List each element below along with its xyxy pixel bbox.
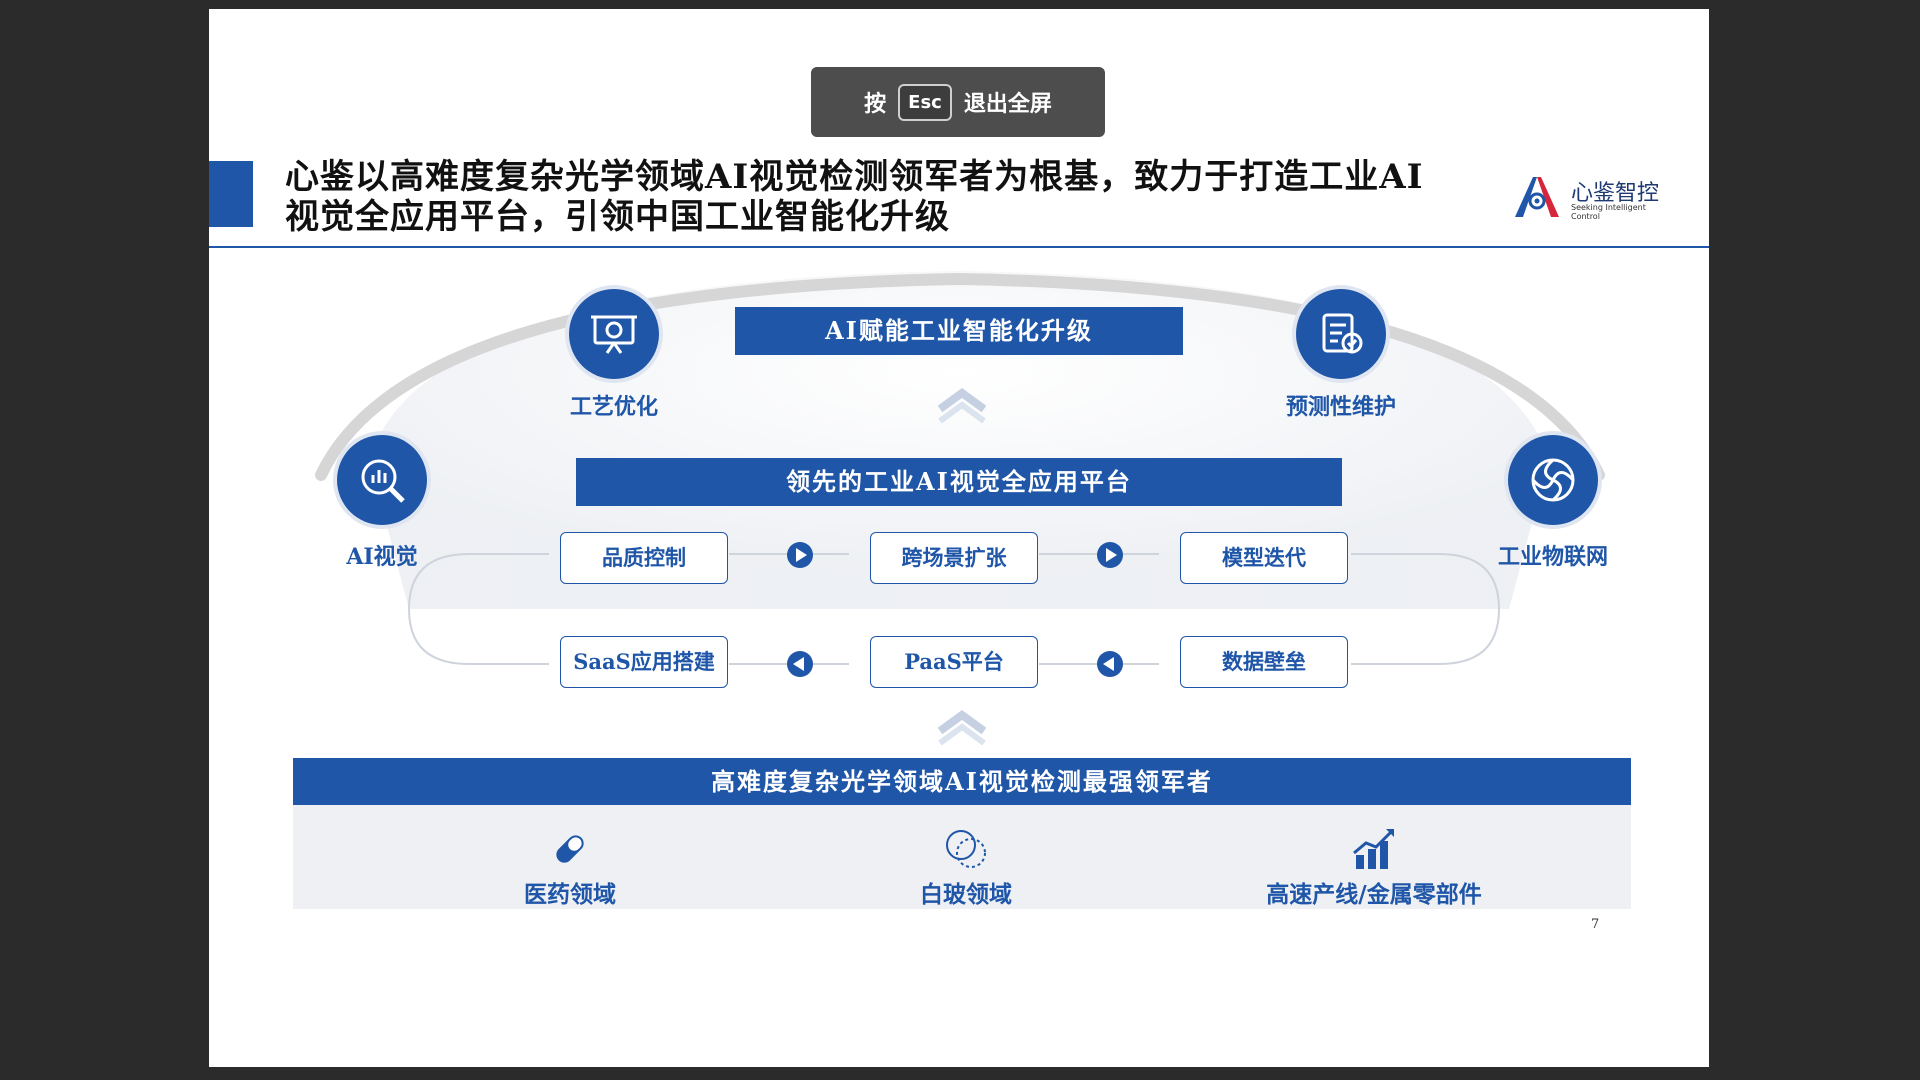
arrow-left-icon: [1097, 651, 1123, 677]
platform-banner: 领先的工业AI视觉全应用平台: [576, 458, 1342, 506]
top-banner: AI赋能工业智能化升级: [735, 307, 1183, 355]
slide-title-line1: 心鉴以高难度复杂光学领域AI视觉检测领军者为根基，致力于打造工业AI: [285, 157, 1424, 197]
esc-key: Esc: [898, 83, 952, 121]
chevron-up-icon: [938, 710, 986, 745]
field-pharma: 医药领域: [420, 825, 720, 909]
cycle-item-saas-build: SaaS应用搭建: [560, 636, 728, 688]
glass-circles-icon: [946, 830, 986, 868]
node-label-predictive-maintenance: 预测性维护: [1285, 394, 1396, 420]
cycle-item-quality-control: 品质控制: [560, 532, 728, 584]
cycle-item-paas-platform: PaaS平台: [870, 636, 1038, 688]
arrow-right-icon: [1097, 542, 1123, 568]
field-label-high-speed-metal: 高速产线/金属零部件: [1266, 881, 1482, 908]
logo-mark-icon: [1515, 177, 1559, 217]
company-logo: 心鉴智控 Seeking Intelligent Control: [1511, 171, 1671, 223]
cycle-item-model-iteration: 模型迭代: [1180, 532, 1348, 584]
exit-fullscreen-hint[interactable]: 按 Esc 退出全屏: [811, 67, 1105, 137]
title-accent-bar: [209, 161, 253, 227]
node-label-process-optimization: 工艺优化: [569, 394, 658, 420]
slide-title-line2: 视觉全应用平台，引领中国工业智能化升级: [285, 197, 950, 237]
presentation-board-icon: [569, 289, 659, 379]
slide-title: 心鉴以高难度复杂光学领域AI视觉检测领军者为根基，致力于打造工业AI 视觉全应用…: [285, 157, 1485, 237]
esc-hint-prefix: 按: [864, 92, 887, 117]
title-divider: [209, 246, 1709, 248]
magnifier-chart-icon: [337, 435, 427, 525]
bar-growth-icon: [1353, 829, 1394, 869]
esc-hint-suffix: 退出全屏: [963, 92, 1052, 117]
arrow-right-icon: [787, 542, 813, 568]
chevron-up-icon: [938, 388, 986, 423]
page-number: 7: [1591, 917, 1600, 932]
logo-name-en: Seeking Intelligent Control: [1571, 203, 1646, 221]
network-swirl-icon: [1508, 435, 1598, 525]
field-high-speed-metal: 高速产线/金属零部件: [1214, 825, 1534, 909]
field-label-white-glass: 白玻领域: [920, 881, 1012, 908]
node-label-ai-vision: AI视觉: [346, 544, 418, 570]
foundation-banner: 高难度复杂光学领域AI视觉检测最强领军者: [293, 758, 1631, 806]
arrow-left-icon: [787, 651, 813, 677]
field-white-glass: 白玻领域: [816, 825, 1116, 909]
cycle-item-cross-scene-expansion: 跨场景扩张: [870, 532, 1038, 584]
node-label-iiot: 工业物联网: [1497, 544, 1608, 570]
logo-name-cn: 心鉴智控: [1571, 181, 1660, 206]
field-label-pharma: 医药领域: [524, 881, 616, 908]
pill-icon: [556, 835, 584, 863]
slide: 按 Esc 退出全屏 心鉴以高难度复杂光学领域AI视觉检测领军者为根基，致力于打…: [209, 9, 1709, 1067]
cycle-item-data-moat: 数据壁垒: [1180, 636, 1348, 688]
fields-panel: [293, 805, 1631, 909]
document-check-icon: [1296, 289, 1386, 379]
